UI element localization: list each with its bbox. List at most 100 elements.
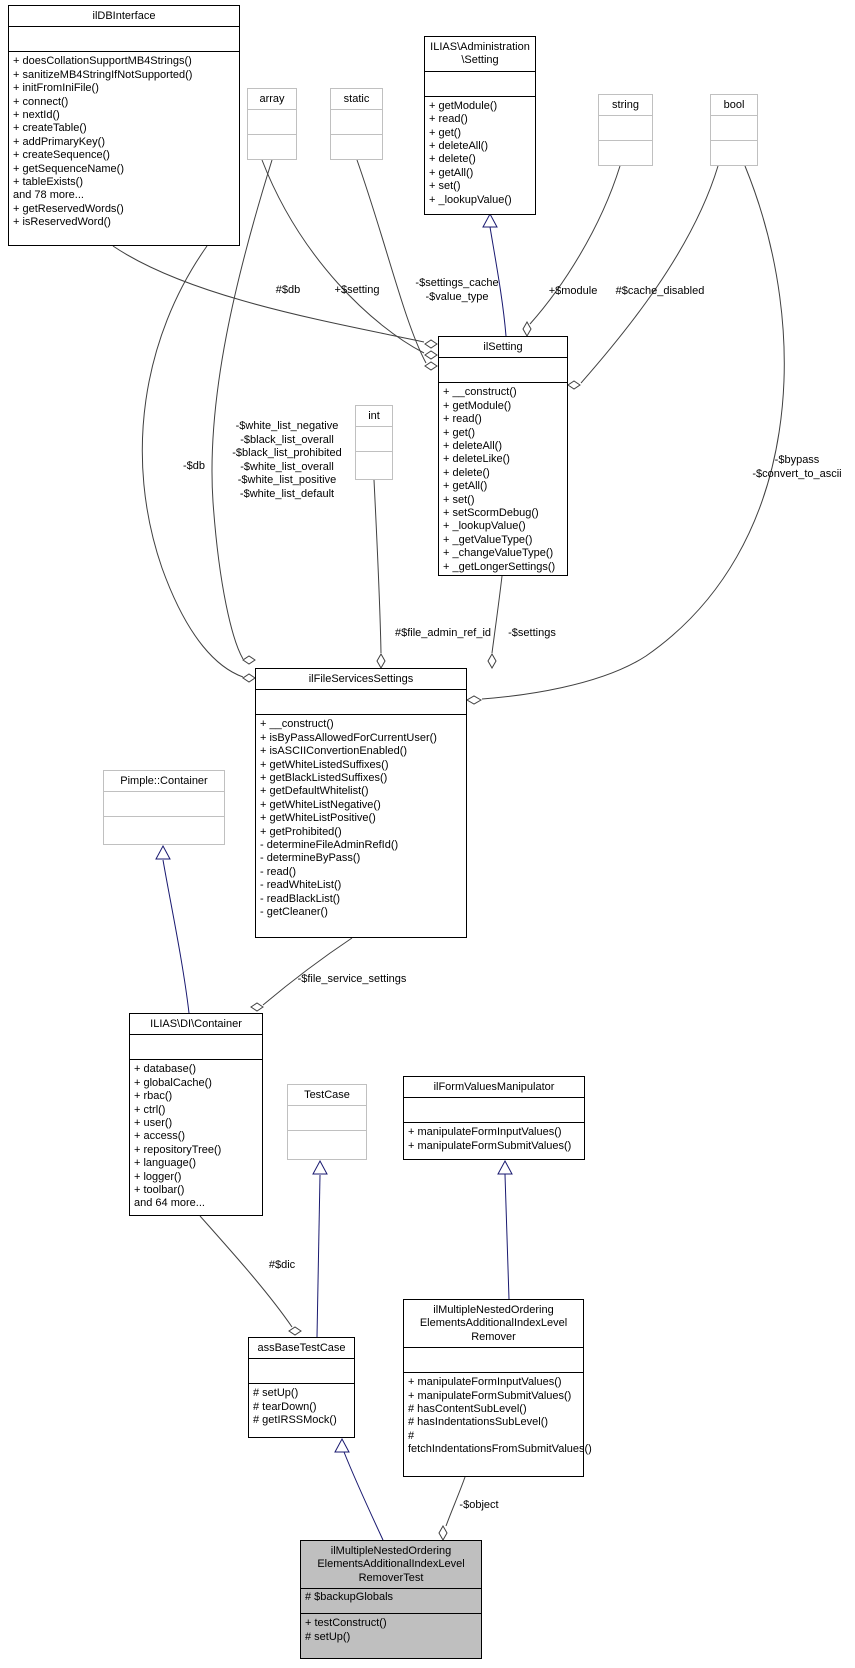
class-title: ILIAS\DI\Container	[130, 1014, 262, 1036]
method-line: + repositoryTree()	[134, 1143, 222, 1156]
class-name-line: ElementsAdditionalIndexLevel	[317, 1558, 465, 1571]
method-line: + getModule()	[443, 399, 512, 412]
method-line: + getReservedWords()	[13, 202, 124, 215]
class-node-ilDBInterface[interactable]: ilDBInterface + doesCollationSupportMB4St…	[8, 5, 240, 246]
inheritance-triangle-icon	[312, 1159, 328, 1175]
edge-adminsetting-ilsetting	[489, 226, 507, 337]
class-node-AdminSetting[interactable]: ILIAS\Administration\Setting+ getModule(…	[424, 36, 536, 215]
method-line: # hasContentSubLevel()	[408, 1403, 527, 1416]
method-line: + createTable()	[13, 122, 87, 135]
edge-label-settings2: -$settings	[508, 627, 556, 641]
class-node-string[interactable]: string	[598, 94, 653, 166]
method-line: + _lookupValue()	[443, 520, 526, 533]
method-line: # setUp()	[253, 1387, 299, 1400]
method-line: + delete()	[443, 466, 490, 479]
class-methods: + doesCollationSupportMB4Strings()+ sani…	[9, 52, 239, 245]
class-methods: + database()+ globalCache()+ rbac()+ ctr…	[130, 1060, 262, 1215]
class-methods: + __construct()+ isByPassAllowedForCurre…	[256, 715, 466, 937]
class-node-bool[interactable]: bool	[710, 94, 758, 166]
method-line: + doesCollationSupportMB4Strings()	[13, 55, 192, 68]
edge-bool-ilsetting	[580, 165, 719, 384]
aggregation-diamond-icon	[424, 339, 438, 349]
class-methods	[331, 135, 382, 159]
method-line: # tearDown()	[253, 1400, 317, 1413]
method-line: + getDefaultWhitelist()	[260, 785, 369, 798]
class-name-line: static	[343, 93, 370, 105]
edge-label-line: -$white_list_negative	[235, 420, 339, 432]
edge-label-line: -$bypass	[774, 454, 820, 466]
class-node-array[interactable]: array	[247, 88, 297, 160]
aggregation-diamond-icon	[567, 380, 581, 390]
method-line: # fetchIndentationsFromSubmitValues()	[408, 1429, 592, 1456]
method-line: + manipulateFormSubmitValues()	[408, 1389, 572, 1402]
edge-ildbinterface-filesettings	[141, 245, 244, 678]
class-title: int	[356, 406, 392, 428]
class-attributes	[356, 427, 392, 453]
edge-label-line: -$file_service_settings	[297, 973, 407, 985]
method-line: - determineFileAdminRefId()	[260, 839, 399, 852]
edge-string-ilsetting	[529, 165, 621, 325]
method-line: # hasIndentationsSubLevel()	[408, 1416, 549, 1429]
class-attributes	[439, 358, 567, 384]
edge-label-line: -$black_list_overall	[240, 433, 334, 446]
method-line: + read()	[443, 413, 482, 426]
class-name-line: bool	[723, 99, 745, 111]
class-name-line: Remover	[471, 1330, 516, 1343]
method-line: + _getLongerSettings()	[443, 560, 556, 573]
edge-label-db-file: -$db	[183, 460, 205, 474]
class-node-static[interactable]: static	[330, 88, 383, 160]
class-node-ilSetting[interactable]: ilSetting+ __construct()+ getModule()+ r…	[438, 336, 568, 576]
class-title: ILIAS\Administration\Setting	[425, 37, 535, 72]
method-line: + get()	[429, 126, 462, 139]
aggregation-diamond-icon	[438, 1524, 448, 1542]
method-line: + getWhiteListedSuffixes()	[260, 758, 389, 771]
method-line: + getWhiteListPositive()	[260, 812, 376, 825]
edge-label-white-lists: -$white_list_negative-$black_list_overal…	[232, 420, 341, 502]
class-node-int[interactable]: int	[355, 405, 393, 480]
class-attributes: # $backupGlobals	[301, 1589, 481, 1615]
edge-label-cache-disabled: #$cache_disabled	[616, 285, 705, 299]
edge-label-line: -$white_list_positive	[237, 474, 337, 487]
class-node-ilFormValuesManipulator[interactable]: ilFormValuesManipulator+ manipulateFormI…	[403, 1076, 585, 1160]
edge-pimple-dicontainer	[162, 859, 190, 1014]
method-line: + ctrl()	[134, 1103, 166, 1116]
class-name-line: ilMultipleNestedOrdering	[433, 1304, 554, 1316]
method-line: + _changeValueType()	[443, 547, 554, 560]
class-name-line: Pimple::Container	[120, 775, 208, 787]
method-line: - read()	[260, 865, 297, 878]
class-attributes	[404, 1348, 583, 1374]
method-line: + tableExists()	[13, 176, 83, 189]
aggregation-diamond-icon	[424, 350, 438, 360]
edge-testcase-assbasetestcase	[316, 1174, 321, 1338]
method-line: and 78 more...	[13, 189, 84, 202]
aggregation-diamond-icon	[465, 695, 483, 705]
method-line: + read()	[429, 113, 468, 126]
edge-label-line: #$cache_disabled	[615, 285, 705, 297]
method-line: - readWhiteList()	[260, 879, 342, 892]
class-node-DIContainer[interactable]: ILIAS\DI\Container + database()+ globalCa…	[129, 1013, 263, 1216]
edge-label-line: -$white_list_default	[239, 487, 335, 500]
class-title: ilDBInterface	[9, 6, 239, 28]
class-node-TestCase[interactable]: TestCase	[287, 1084, 367, 1160]
edge-label-line: -$object	[459, 1499, 499, 1511]
class-node-PimpleContainer[interactable]: Pimple::Container	[103, 770, 225, 845]
class-methods	[104, 817, 224, 844]
class-title: TestCase	[288, 1085, 366, 1107]
class-methods	[711, 141, 757, 165]
inheritance-triangle-icon	[334, 1437, 350, 1453]
method-line: + set()	[429, 180, 461, 193]
class-node-ilFileServicesSettings[interactable]: ilFileServicesSettings+ __construct()+ i…	[255, 668, 467, 938]
edge-bool-filesettings	[481, 165, 785, 700]
class-methods: + manipulateFormInputValues()+ manipulat…	[404, 1373, 592, 1476]
class-attributes	[130, 1035, 262, 1061]
edge-array-ilsetting	[261, 159, 425, 354]
method-line: + globalCache()	[134, 1076, 212, 1089]
method-line: + isASCIIConvertionEnabled()	[260, 745, 408, 758]
class-node-assBaseTestCase[interactable]: assBaseTestCase# setUp()# tearDown()# ge…	[248, 1337, 355, 1438]
aggregation-diamond-icon	[376, 652, 386, 670]
edge-label-setting: +$setting	[335, 284, 380, 298]
edge-label-line: +$setting	[334, 284, 380, 296]
method-line: + isByPassAllowedForCurrentUser()	[260, 731, 437, 744]
